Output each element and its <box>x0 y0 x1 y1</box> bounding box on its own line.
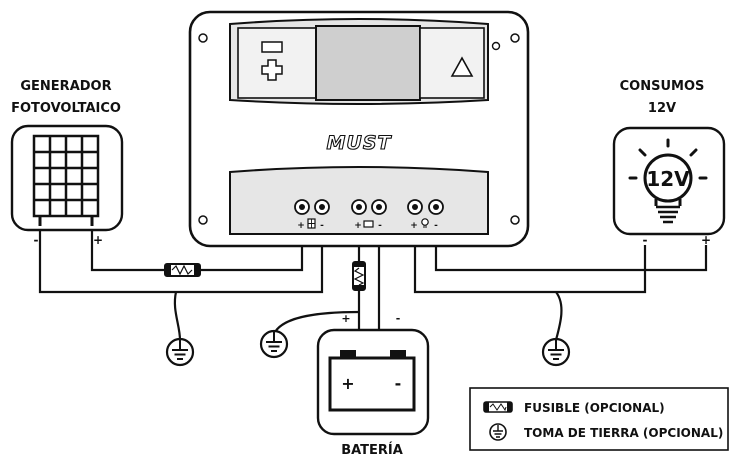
terminal-mark-pv-neg: - <box>320 221 324 231</box>
charge-controller: MUST + - + - + - <box>188 10 530 248</box>
terminal-screw-icon <box>371 199 387 215</box>
solar-panel-icon <box>32 134 100 226</box>
loads-negative-mark: - <box>643 233 648 247</box>
terminal-battery-icon <box>363 220 374 228</box>
generator-positive-mark: + <box>93 233 103 247</box>
warning-triangle-icon <box>450 56 474 77</box>
wire-ground-battery <box>274 310 360 333</box>
bulb-voltage-label: 12V <box>646 167 690 191</box>
mount-hole-icon <box>510 215 520 225</box>
terminal-mark-load-pos: + <box>410 221 418 231</box>
lcd-screen <box>315 25 421 101</box>
loads-12v: CONSUMOS 12V 12V - + <box>612 79 726 247</box>
legend-ground-label: TOMA DE TIERRA (OPCIONAL) <box>524 426 723 440</box>
terminal-screw-icon <box>428 199 444 215</box>
wire-panel-negative <box>38 213 324 294</box>
wire-ground-right <box>554 291 563 341</box>
led-indicator <box>491 41 501 51</box>
wire-ground-left <box>173 291 182 341</box>
mount-hole-icon <box>510 33 520 43</box>
battery-plus-mark: + <box>341 374 354 393</box>
terminal-mark-load-neg: - <box>434 221 438 231</box>
ground-icon <box>165 337 195 367</box>
terminal-mark-pv-pos: + <box>297 221 305 231</box>
battery-wire-positive-mark: + <box>341 312 350 325</box>
terminals <box>294 199 444 215</box>
legend: FUSIBLE (OPCIONAL) TOMA DE TIERRA (OPCIO… <box>469 387 729 451</box>
terminal-bulb-icon <box>421 218 429 228</box>
terminal-mark-bat-pos: + <box>354 221 362 231</box>
terminal-screw-icon <box>294 199 310 215</box>
terminal-screw-icon <box>351 199 367 215</box>
fuse-icon <box>483 401 513 413</box>
mount-hole-icon <box>198 33 208 43</box>
loads-title-line2: 12V <box>648 101 676 116</box>
loads-title-line1: CONSUMOS <box>620 79 705 94</box>
controller-brand: MUST <box>327 132 393 154</box>
battery-wire-negative-mark: - <box>396 312 401 325</box>
status-indicator-icon <box>261 41 283 81</box>
ground-icon <box>259 329 289 359</box>
generator-title-line1: GENERADOR <box>20 79 111 94</box>
generator-negative-mark: - <box>34 233 39 247</box>
ground-icon <box>541 337 571 367</box>
battery-icon <box>328 350 416 412</box>
battery: + - + - BATERÍA <box>316 312 430 458</box>
ground-icon <box>489 423 507 441</box>
terminal-pv-icon <box>307 218 316 229</box>
wire-load-negative <box>413 213 647 294</box>
battery-minus-mark: - <box>395 374 402 393</box>
fuse-icon <box>352 261 366 291</box>
terminal-mark-bat-neg: - <box>378 221 382 231</box>
bulb-icon <box>628 138 708 224</box>
legend-fuse-label: FUSIBLE (OPCIONAL) <box>524 401 665 415</box>
loads-positive-mark: + <box>701 233 711 247</box>
indicator-panel <box>237 27 319 99</box>
mount-hole-icon <box>198 215 208 225</box>
legend-box <box>469 387 729 451</box>
solar-generator: GENERADOR FOTOVOLTAICO - + <box>10 79 124 247</box>
warning-panel <box>419 27 485 99</box>
fuse-icon <box>164 263 201 277</box>
generator-title-line2: FOTOVOLTAICO <box>11 101 121 116</box>
terminal-screw-icon <box>407 199 423 215</box>
terminal-screw-icon <box>314 199 330 215</box>
battery-caption: BATERÍA <box>341 442 403 458</box>
